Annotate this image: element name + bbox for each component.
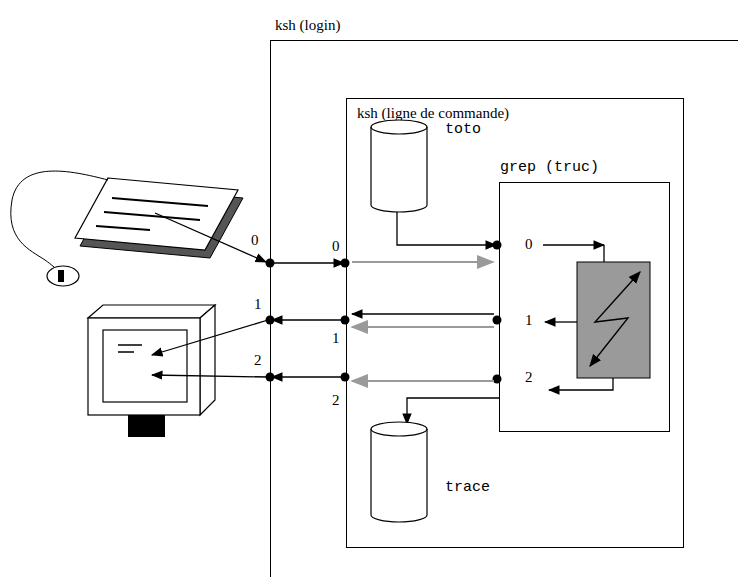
file-name: toto [445, 122, 481, 139]
shell-box: ksh (login)ksh (ligne de commande)totogr… [270, 40, 738, 577]
file-name: trace [445, 480, 490, 497]
fd-number: 0 [250, 232, 260, 249]
fd-number: 2 [331, 392, 341, 409]
stream-arrow [352, 326, 494, 328]
stream-arrow [407, 398, 499, 424]
process-flow [590, 272, 640, 366]
shell-box: ksh (ligne de commande)toto grep (truc) tr… [346, 98, 684, 548]
input-arrow [155, 213, 266, 262]
fd-number: 2 [253, 352, 263, 369]
stderr-flow [549, 378, 613, 390]
fd-number: 0 [524, 236, 534, 253]
keyboard-icon [11, 171, 243, 286]
box-title: ksh (login) [275, 17, 340, 34]
stream-arrow [272, 319, 346, 320]
process-box: grep (truc) [499, 182, 670, 432]
fd-number: 2 [524, 369, 534, 386]
file-cylinder: toto [370, 120, 428, 212]
stream-arrow [352, 380, 494, 382]
cylinder-outline [370, 422, 428, 522]
file-cylinder: trace [370, 422, 428, 522]
fd-number: 1 [331, 330, 341, 347]
output-arrow [152, 320, 268, 355]
stdin-flow [543, 244, 604, 245]
stdout-flow [545, 321, 577, 322]
port-dots [266, 241, 502, 384]
process-core [577, 262, 650, 378]
stream-arrow [272, 376, 346, 377]
monitor-icon [88, 305, 215, 437]
box-title: grep (truc) [500, 160, 599, 177]
stream-arrow [397, 212, 496, 245]
cylinder-outline [370, 120, 428, 212]
stream-arrow [352, 261, 493, 263]
fd-number: 1 [253, 296, 263, 313]
stream-arrow [352, 313, 494, 314]
fd-number: 0 [331, 238, 341, 255]
box-title: ksh (ligne de commande) [357, 105, 509, 122]
fd-number: 1 [524, 312, 534, 329]
error-arrow [152, 375, 268, 377]
stream-arrow [270, 262, 344, 263]
